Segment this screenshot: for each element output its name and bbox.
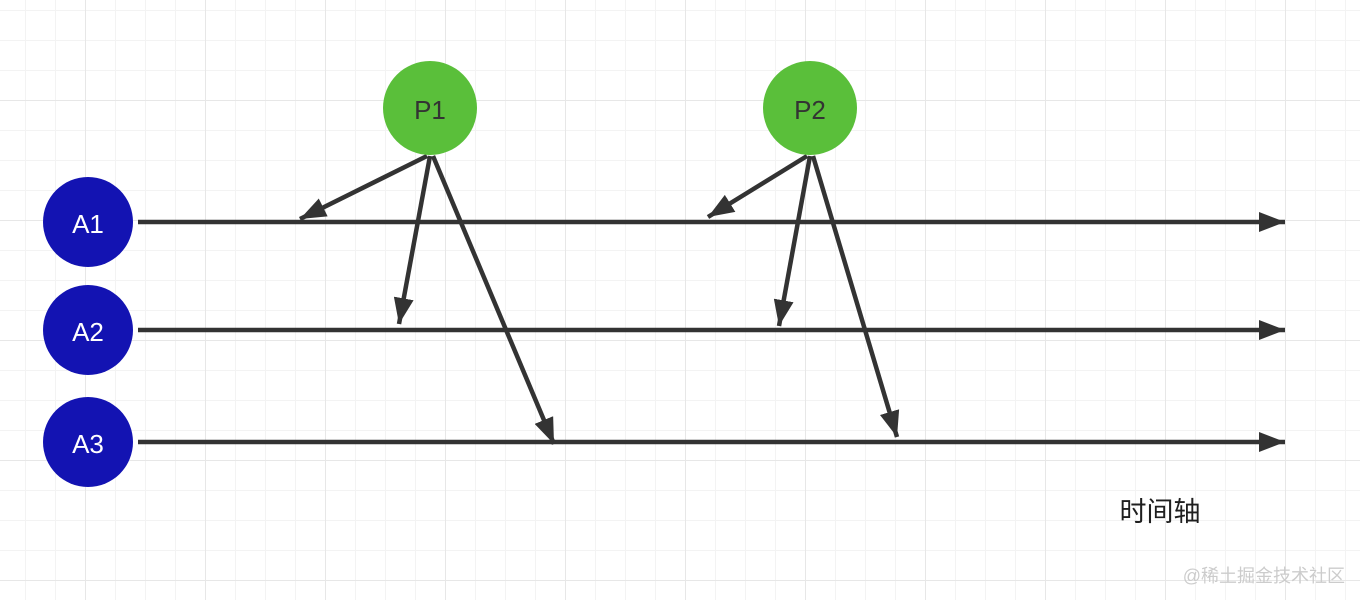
arrow-p1-to-a1	[299, 153, 428, 222]
subscriber-node-a3	[43, 397, 133, 487]
publisher-node-p1	[383, 61, 477, 155]
subscriber-node-a1	[43, 177, 133, 267]
arrow-p2-to-a3	[810, 155, 900, 438]
publisher-node-p2	[763, 61, 857, 155]
arrow-p2-to-a2	[773, 155, 813, 327]
arrow-p1-to-a2	[393, 155, 433, 325]
time-axis-label: 时间轴	[1120, 497, 1201, 527]
subscriber-node-a2	[43, 285, 133, 375]
watermark: @稀土掘金技术社区	[1183, 566, 1345, 586]
arrow-p1-to-a3	[430, 155, 557, 445]
arrow-p2-to-a1	[706, 154, 809, 219]
